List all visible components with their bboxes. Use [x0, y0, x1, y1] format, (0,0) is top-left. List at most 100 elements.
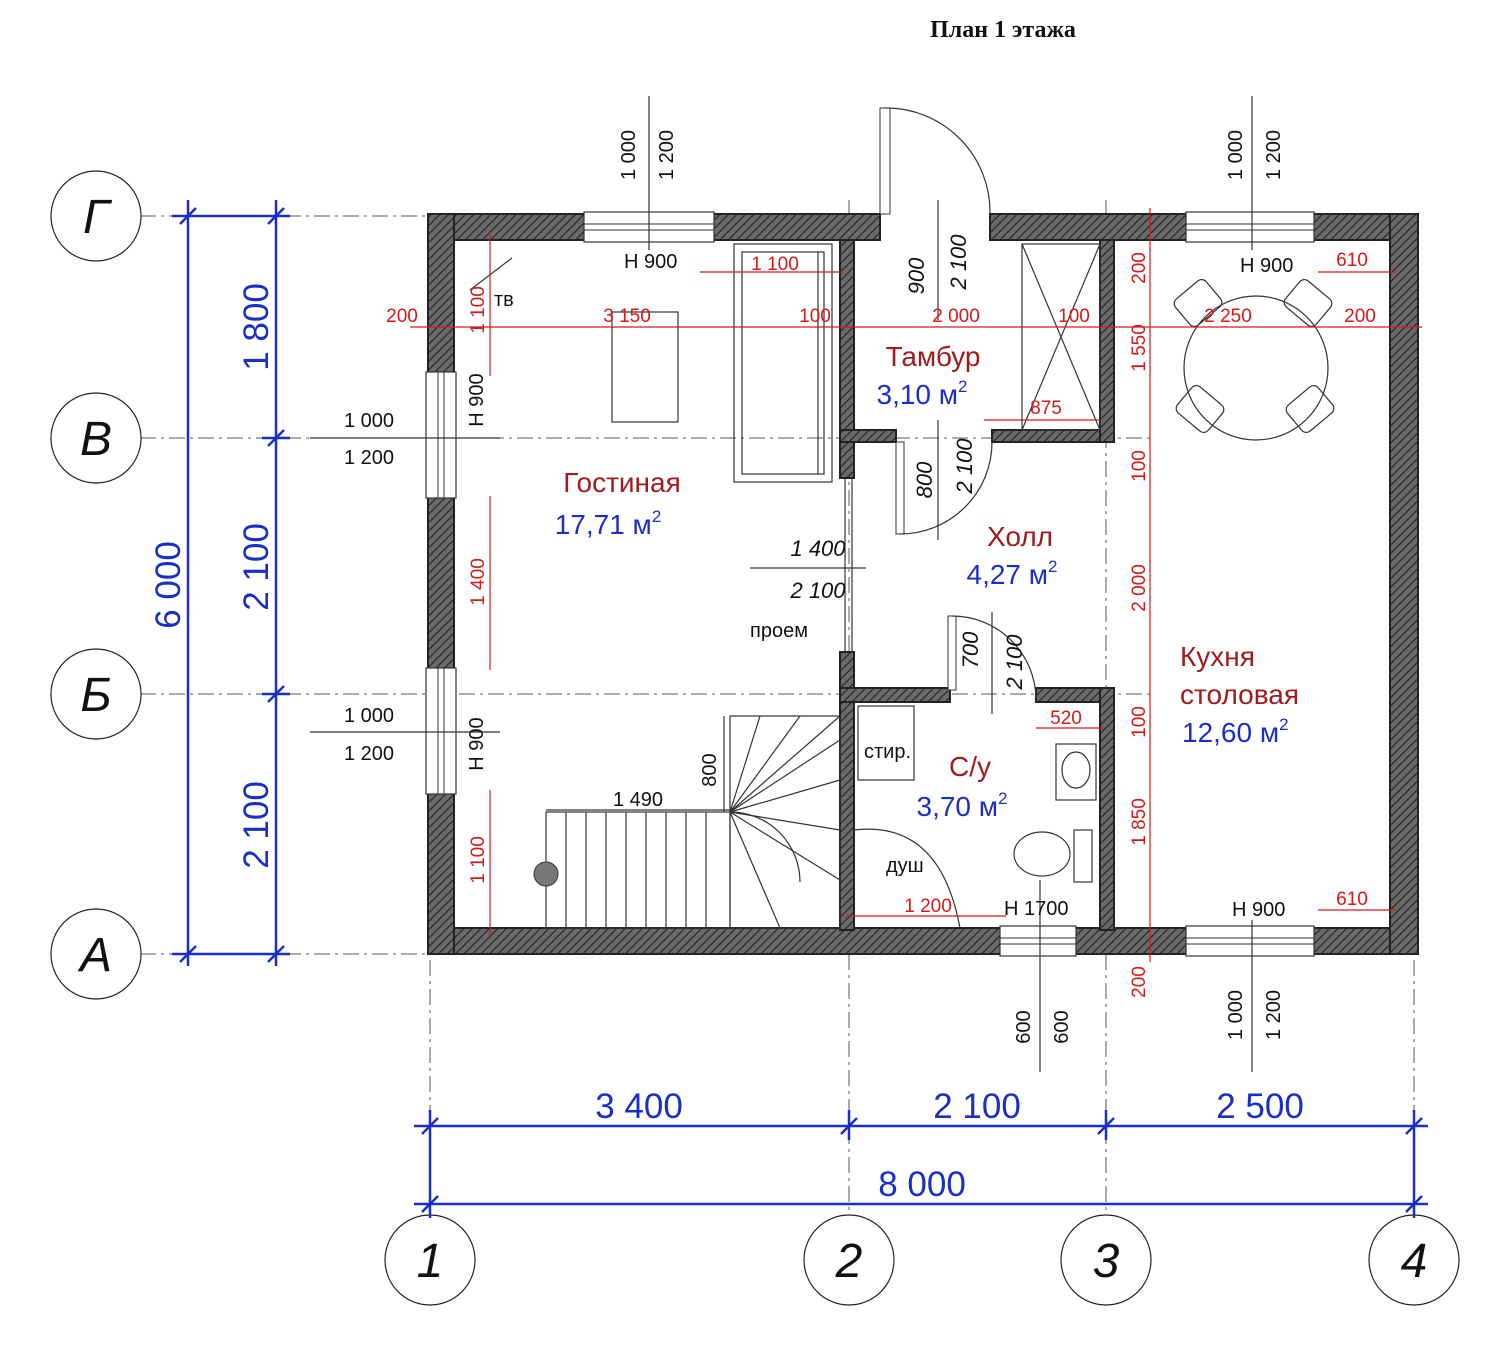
- win-wc-1: 600: [1013, 1010, 1035, 1043]
- rdim-living-left-2: 1 400: [468, 558, 489, 606]
- rdim-kv-3: 100: [1129, 450, 1150, 482]
- rdim-h-4: 2 000: [932, 306, 980, 327]
- exterior-walls: [427, 213, 1419, 955]
- axis-1-label: 1: [417, 1235, 444, 1288]
- plan-title: План 1 этажа: [930, 17, 1076, 43]
- rdim-kv-2: 1 550: [1129, 324, 1150, 372]
- room-bathroom-area-sup: 2: [998, 789, 1007, 808]
- room-kitchen-area: 12,60 м2: [1182, 715, 1289, 748]
- door-marks: 900 2 100 800 2 100 700 2 100 1 400 2 10…: [750, 200, 1027, 714]
- room-hall-area-sup: 2: [1048, 557, 1057, 576]
- door-wc-height: 2 100: [1002, 634, 1027, 691]
- stair-dimensions: 1 490 800: [546, 716, 730, 812]
- door-opening-height: 2 100: [789, 578, 846, 603]
- axis-b-label: Б: [80, 669, 111, 722]
- win-left-lower-1: 1 000: [344, 705, 394, 727]
- door-hall-width: 800: [912, 461, 937, 498]
- win-top-right-sill: Н 900: [1240, 255, 1293, 277]
- door-entry-height: 2 100: [946, 234, 971, 291]
- rdim-kitchen-bottom: 610: [1336, 889, 1368, 910]
- rdim-h-1: 200: [386, 306, 418, 327]
- room-bathroom-area-value: 3,70 м: [917, 791, 999, 822]
- win-bottom-right-1: 1 000: [1225, 990, 1247, 1040]
- rdim-living-top: 1 100: [751, 254, 799, 275]
- rdim-kv-6: 1 850: [1129, 798, 1150, 846]
- room-vestibule-area-sup: 2: [958, 377, 967, 396]
- rdim-living-left-1: 1 100: [468, 286, 489, 334]
- windows: [425, 211, 1315, 957]
- room-kitchen-name2: столовая: [1180, 679, 1299, 710]
- furniture: [469, 243, 1335, 929]
- win-left-lower-2: 1 200: [344, 743, 394, 765]
- label-opening: проем: [750, 620, 808, 642]
- axis-g-label: Г: [83, 191, 113, 244]
- doors: [844, 107, 1037, 699]
- axis-v-label: В: [80, 413, 112, 466]
- label-shower: душ: [886, 855, 924, 877]
- room-vestibule-area: 3,10 м2: [877, 377, 968, 410]
- rdim-closet: 875: [1030, 398, 1062, 419]
- rdim-h-2: 3 150: [603, 306, 651, 327]
- win-top-left-2: 1 200: [656, 130, 678, 180]
- rdim-h-5: 100: [1058, 306, 1090, 327]
- rdim-wc-sink: 520: [1050, 708, 1082, 729]
- dim-bottom-total: 8 000: [878, 1165, 966, 1204]
- red-dimension-text: 200 3 150 100 2 000 100 2 250 200 1 100 …: [386, 250, 1376, 998]
- axis-4-label: 4: [1401, 1235, 1428, 1288]
- win-wc-sill: Н 1700: [1004, 898, 1069, 920]
- rdim-kv-5: 100: [1129, 706, 1150, 738]
- win-top-left-1: 1 000: [618, 130, 640, 180]
- dim-left-total: 6 000: [149, 541, 188, 629]
- win-left-upper-sill: Н 900: [466, 373, 488, 426]
- axis-grid-lines: [140, 200, 1415, 1220]
- stair-run: 1 490: [613, 789, 663, 811]
- win-top-right-2: 1 200: [1263, 130, 1285, 180]
- room-bathroom-area: 3,70 м2: [917, 789, 1008, 822]
- label-tv: тв: [494, 289, 514, 311]
- rdim-kv-4: 2 000: [1129, 564, 1150, 612]
- axis-3-label: 3: [1093, 1235, 1120, 1288]
- room-living-name: Гостиная: [563, 467, 681, 498]
- win-bottom-right-2: 1 200: [1263, 990, 1285, 1040]
- win-wc-2: 600: [1051, 1010, 1073, 1043]
- room-kitchen-area-value: 12,60 м: [1182, 717, 1279, 748]
- win-left-upper-1: 1 000: [344, 410, 394, 432]
- dim-bottom-seg-1: 3 400: [595, 1087, 683, 1126]
- room-kitchen-name: Кухня: [1180, 641, 1255, 672]
- rdim-kv-1: 200: [1129, 252, 1150, 284]
- win-left-lower-sill: Н 900: [466, 717, 488, 770]
- axis-row-markers: Г В Б А: [50, 170, 142, 1000]
- door-entry-width: 900: [904, 257, 929, 294]
- room-vestibule-area-value: 3,10 м: [877, 379, 959, 410]
- rdim-kitchen-top: 610: [1336, 250, 1368, 271]
- interior-walls: [839, 239, 1115, 931]
- dim-left-seg-2: 2 100: [237, 523, 276, 611]
- rdim-living-left-3: 1 100: [468, 836, 489, 884]
- win-top-left-sill: Н 900: [624, 251, 677, 273]
- rdim-wc-width: 1 200: [904, 896, 952, 917]
- room-living-area: 17,71 м2: [555, 507, 662, 540]
- door-opening-width: 1 400: [790, 536, 846, 561]
- rdim-h-6: 2 250: [1204, 306, 1252, 327]
- bottom-dimensions: 3 400 2 100 2 500 8 000: [414, 1087, 1428, 1218]
- dim-left-seg-3: 2 100: [237, 781, 276, 869]
- rdim-h-7: 200: [1344, 306, 1376, 327]
- axis-a-label: А: [77, 929, 112, 982]
- room-kitchen-area-sup: 2: [1279, 715, 1288, 734]
- room-hall-area: 4,27 м2: [967, 557, 1058, 590]
- win-top-right-1: 1 000: [1225, 130, 1247, 180]
- room-hall-area-value: 4,27 м: [967, 559, 1049, 590]
- rdim-kv-7: 200: [1129, 966, 1150, 998]
- dim-bottom-seg-2: 2 100: [933, 1087, 1021, 1126]
- room-vestibule-name: Тамбур: [885, 341, 980, 372]
- red-dimension-lines: [410, 208, 1422, 962]
- door-wc-width: 700: [958, 631, 983, 668]
- dim-bottom-seg-3: 2 500: [1216, 1087, 1304, 1126]
- door-hall-height: 2 100: [952, 438, 977, 495]
- window-marks: 1 000 1 200 Н 900 1 000 1 200 Н 900 1 00…: [310, 96, 1293, 1072]
- stair-width: 800: [699, 753, 721, 786]
- win-bottom-right-sill: Н 900: [1232, 899, 1285, 921]
- room-bathroom-name: С/у: [949, 751, 991, 782]
- room-living-area-value: 17,71 м: [555, 509, 652, 540]
